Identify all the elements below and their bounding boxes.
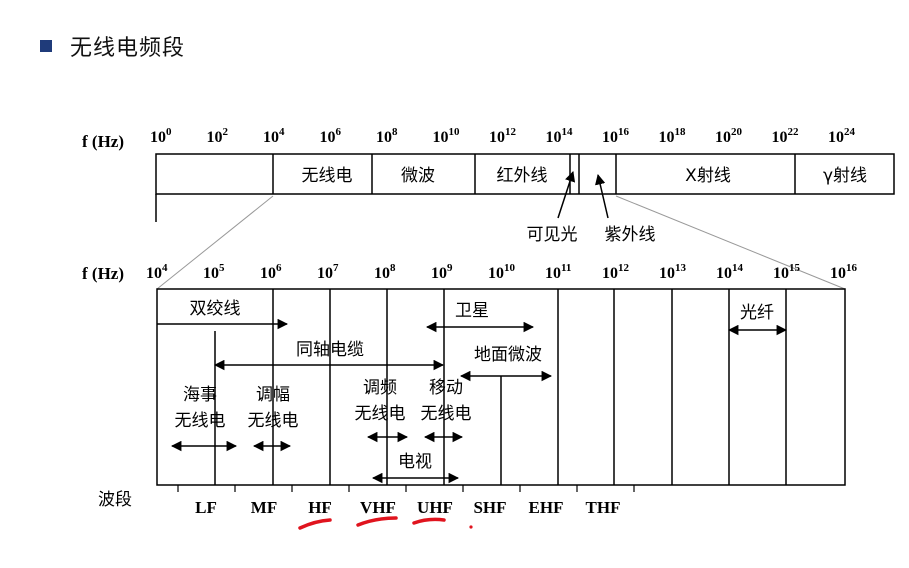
page-title: 无线电频段 — [70, 36, 186, 61]
band-radio-label: 无线电 — [302, 166, 353, 186]
band-shf: SHF — [473, 498, 506, 517]
band-thf: THF — [586, 498, 621, 517]
bottom-tick-label: 1015 — [773, 262, 801, 282]
top-tick-label: 1016 — [602, 126, 630, 146]
top-tick-label: 1022 — [772, 126, 800, 146]
bottom-tick-label: 109 — [431, 262, 453, 282]
bottom-tick-label: 1014 — [716, 262, 744, 282]
range-arrows — [170, 318, 788, 484]
top-tick-label: 1014 — [546, 126, 574, 146]
bottom-tick-label: 1016 — [830, 262, 858, 282]
bottom-tick-label: 104 — [146, 262, 168, 282]
band-uhf: UHF — [417, 498, 453, 517]
mobile-label-line2: 无线电 — [421, 404, 472, 424]
tv-label: 电视 — [398, 452, 432, 472]
bottom-tick-label: 1012 — [602, 262, 630, 282]
band-mf: MF — [251, 498, 277, 517]
bottom-tick-label: 1013 — [659, 262, 687, 282]
bottom-tick-label: 1010 — [488, 262, 516, 282]
annotation-dot — [469, 525, 473, 529]
ultraviolet-label: 紫外线 — [605, 225, 656, 245]
band-ehf: EHF — [529, 498, 564, 517]
bottom-tick-label: 1011 — [545, 262, 571, 282]
underline-uhf — [412, 517, 446, 525]
top-tick-label: 108 — [376, 126, 398, 146]
ultraviolet-arrow — [595, 173, 609, 219]
red-underline-annotations — [298, 516, 473, 530]
visible-light-label: 可见光 — [527, 225, 578, 245]
square-bullet-icon — [40, 40, 52, 52]
top-tick-label: 102 — [207, 126, 229, 146]
top-tick-label: 1012 — [489, 126, 517, 146]
band-axis-ticks — [177, 485, 635, 492]
top-tick-label: 1018 — [659, 126, 687, 146]
satellite-label: 卫星 — [455, 301, 489, 321]
am-label-line1: 调幅 — [256, 385, 290, 405]
page-header: 无线电频段 — [40, 30, 185, 62]
bottom-tick-label: 107 — [317, 262, 339, 282]
bottom-tick-label: 105 — [203, 262, 225, 282]
top-tick-label: 106 — [320, 126, 342, 146]
bottom-spectrum-table — [156, 288, 846, 486]
band-axis-label: 波段 — [98, 490, 132, 510]
zoom-guide-right — [615, 195, 846, 290]
coax-label: 同轴电缆 — [296, 340, 364, 360]
band-lf: LF — [195, 498, 217, 517]
visible-light-arrow — [557, 171, 576, 219]
terrestrial-microwave-label: 地面微波 — [474, 345, 542, 365]
twisted-pair-label: 双绞线 — [190, 299, 241, 319]
fm-label-line1: 调频 — [363, 378, 397, 398]
maritime-label-line2: 无线电 — [175, 411, 226, 431]
fiber-label: 光纤 — [740, 303, 774, 323]
band-microwave-label: 微波 — [401, 166, 435, 186]
underline-vhf — [356, 516, 398, 527]
zoom-guide-left — [156, 195, 274, 290]
band-hf: HF — [308, 498, 332, 517]
top-tick-label: 104 — [263, 126, 285, 146]
top-tick-labels: 100 102 104 106 108 1010 1012 1014 1016 1018 1020 1… — [150, 126, 856, 146]
top-tick-label: 1024 — [828, 126, 856, 146]
top-spectrum-bar — [155, 153, 895, 222]
underline-hf — [298, 518, 332, 530]
band-xray-label: X射线 — [685, 166, 731, 186]
top-tick-label: 100 — [150, 126, 172, 146]
top-tick-label: 1020 — [715, 126, 743, 146]
maritime-label-line1: 海事 — [183, 385, 217, 405]
bottom-tick-label: 106 — [260, 262, 282, 282]
band-infrared-label: 红外线 — [497, 166, 548, 186]
mobile-label-line1: 移动 — [429, 378, 463, 398]
top-tick-label: 1010 — [433, 126, 461, 146]
bottom-tick-labels: 104 105 106 107 108 109 1010 1011 1012 1013 1014 10… — [146, 262, 858, 282]
bottom-freq-axis-label: f (Hz) — [82, 264, 124, 283]
fm-label-line2: 无线电 — [355, 404, 406, 424]
top-freq-axis-label: f (Hz) — [82, 132, 124, 151]
band-gamma-label: γ射线 — [823, 166, 867, 186]
am-label-line2: 无线电 — [248, 411, 299, 431]
bottom-tick-label: 108 — [374, 262, 396, 282]
band-vhf: VHF — [360, 498, 396, 517]
